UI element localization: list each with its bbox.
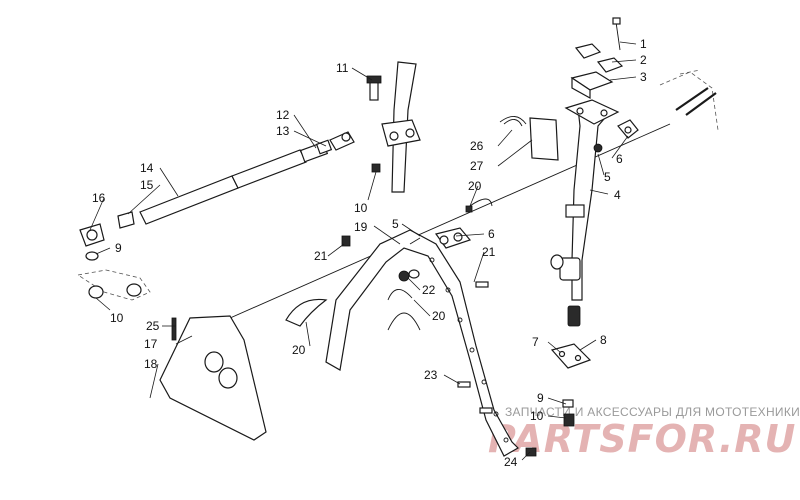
callout-12: 12 (276, 108, 290, 122)
tie-rod-assembly (79, 131, 355, 261)
callout-18: 18 (144, 357, 158, 371)
callout-7: 7 (532, 335, 539, 349)
callout-4: 4 (614, 188, 621, 202)
callout-16: 16 (92, 191, 106, 205)
callout-1: 1 (640, 37, 647, 51)
callout-26: 26 (470, 139, 484, 153)
plate-and-ring (499, 116, 559, 161)
callout-8: 8 (600, 333, 607, 347)
callout-2: 2 (640, 53, 647, 67)
callout-20-upper: 20 (468, 179, 482, 193)
callout-17: 17 (144, 337, 158, 351)
callout-10-right: 10 (530, 409, 544, 423)
leader-lines (89, 41, 637, 461)
pitman-arm-ghost (76, 269, 151, 301)
callout-6-frame: 6 (488, 227, 495, 241)
u-bolts (285, 198, 493, 331)
callout-20-right: 20 (432, 309, 446, 323)
callout-10-center: 10 (354, 201, 368, 215)
callout-15: 15 (140, 178, 154, 192)
callout-21-left: 21 (314, 249, 328, 263)
callout-19: 19 (354, 220, 368, 234)
small-bracket-right (593, 119, 639, 153)
fasteners (341, 163, 592, 457)
callout-9-left: 9 (115, 241, 122, 255)
callout-13: 13 (276, 124, 290, 138)
callout-27: 27 (470, 159, 484, 173)
clamp-caps (564, 17, 624, 125)
callout-numbers: 1 2 3 4 5 5 6 6 7 8 9 9 10 10 10 11 12 1… (92, 37, 647, 469)
callout-21-right: 21 (482, 245, 496, 259)
main-frame (325, 229, 519, 457)
callout-5-upper: 5 (604, 170, 611, 184)
callout-9-right: 9 (537, 391, 544, 405)
frame-clamp (434, 227, 472, 249)
callout-5-frame: 5 (392, 217, 399, 231)
callout-25: 25 (146, 319, 160, 333)
callout-10-left: 10 (110, 311, 124, 325)
mounting-plate (159, 315, 267, 441)
callout-22: 22 (422, 283, 436, 297)
steering-post (550, 107, 612, 327)
upper-column (366, 61, 421, 193)
callout-11: 11 (336, 61, 349, 75)
callout-6-upper: 6 (616, 152, 623, 166)
center-line (211, 123, 671, 327)
watermark-logo: PARTSFOR.RU (488, 417, 796, 461)
callout-23: 23 (424, 368, 438, 382)
watermark-caption: ЗАПЧАСТИ И АКСЕССУАРЫ ДЛЯ МОТОТЕХНИКИ (505, 405, 800, 419)
watermark: ЗАПЧАСТИ И АКСЕССУАРЫ ДЛЯ МОТОТЕХНИКИ PA… (488, 405, 800, 461)
callout-14: 14 (140, 161, 154, 175)
callout-24: 24 (504, 455, 518, 469)
callout-20-left: 20 (292, 343, 306, 357)
callout-3: 3 (640, 70, 647, 84)
frame-outline-right (659, 69, 719, 131)
